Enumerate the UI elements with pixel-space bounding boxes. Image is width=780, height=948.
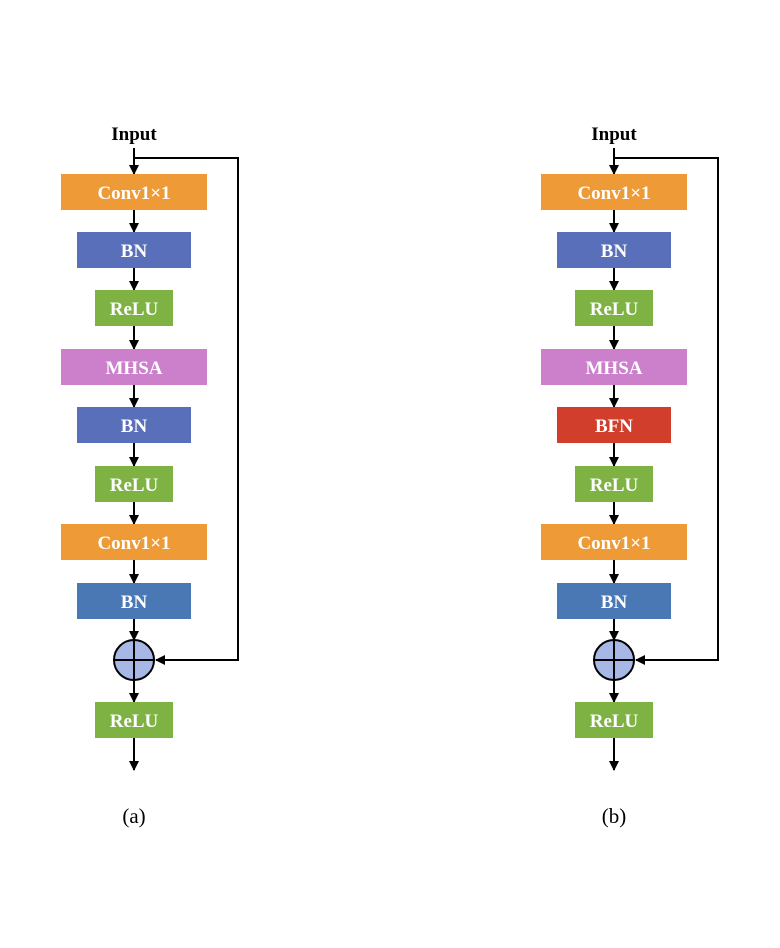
output-relu-block	[575, 702, 653, 738]
adder-icon	[593, 639, 635, 681]
bfn-block	[557, 407, 671, 443]
relu-block	[575, 466, 653, 502]
conv1-1-block	[541, 174, 687, 210]
relu-block	[575, 290, 653, 326]
block-label: ReLU	[110, 475, 159, 496]
output-block-label: ReLU	[590, 711, 639, 732]
bn-block	[557, 232, 671, 268]
block-label: BN	[121, 592, 148, 613]
block-label: BN	[121, 416, 148, 437]
panel-b: InputConv1×1BNReLUMHSABFNReLUConv1×1BNRe…	[541, 124, 719, 828]
conv1-1-block	[61, 524, 207, 560]
bn-block	[77, 407, 191, 443]
block-label: Conv1×1	[97, 533, 170, 554]
block-label: ReLU	[590, 475, 639, 496]
block-label: ReLU	[590, 299, 639, 320]
panel-caption: (b)	[602, 804, 627, 828]
block-label: Conv1×1	[577, 533, 650, 554]
block-label: BN	[601, 241, 628, 262]
mhsa-block	[61, 349, 207, 385]
adder-icon	[113, 639, 155, 681]
block-label: BFN	[595, 416, 633, 437]
block-label: Conv1×1	[97, 183, 170, 204]
relu-block	[95, 466, 173, 502]
output-block-label: ReLU	[110, 711, 159, 732]
panel-a: InputConv1×1BNReLUMHSABNReLUConv1×1BNReL…	[61, 124, 239, 828]
block-label: MHSA	[586, 358, 643, 379]
relu-block	[95, 290, 173, 326]
block-label: BN	[121, 241, 148, 262]
skip-connection	[134, 157, 239, 665]
block-label: ReLU	[110, 299, 159, 320]
skip-connection	[614, 157, 719, 665]
bn-block	[77, 583, 191, 619]
block-label: Conv1×1	[577, 183, 650, 204]
block-label: BN	[601, 592, 628, 613]
input-label: Input	[111, 124, 157, 145]
panel-caption: (a)	[122, 804, 145, 828]
conv1-1-block	[61, 174, 207, 210]
block-label: MHSA	[106, 358, 163, 379]
mhsa-block	[541, 349, 687, 385]
bn-block	[77, 232, 191, 268]
output-relu-block	[95, 702, 173, 738]
bn-block	[557, 583, 671, 619]
input-label: Input	[591, 124, 637, 145]
conv1-1-block	[541, 524, 687, 560]
